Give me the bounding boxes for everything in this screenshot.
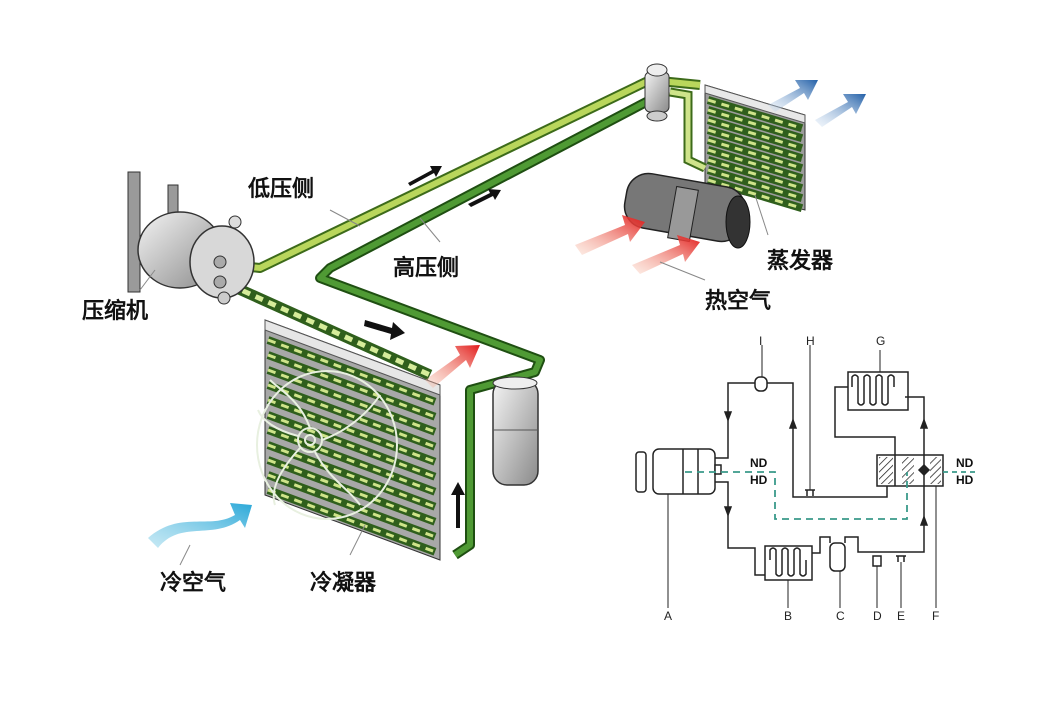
high-side-label: 高压侧 <box>393 255 459 281</box>
hd-label-right: HD <box>956 473 974 487</box>
expansion-valve <box>644 63 670 122</box>
low-side-label: 低压侧 <box>247 176 314 202</box>
leader-lines <box>139 194 769 566</box>
coil-tube <box>267 413 436 479</box>
dashed-signal-line <box>685 471 908 520</box>
coil-tube <box>707 128 803 160</box>
label-g: G <box>876 334 885 348</box>
evaporator <box>669 84 806 213</box>
label-a: A <box>664 609 672 623</box>
coil-tube <box>707 108 803 140</box>
hd-label-left: HD <box>750 473 768 487</box>
label-f: F <box>932 609 939 623</box>
coil-tube <box>267 398 436 464</box>
receiver-drier <box>492 376 539 486</box>
coil-tube <box>267 383 436 449</box>
cool-air-out-arrow <box>768 80 866 127</box>
evaporator-label: 蒸发器 <box>767 248 834 274</box>
coil-tube <box>267 443 436 509</box>
label-d: D <box>873 609 882 623</box>
discharge-pipe <box>227 279 433 381</box>
nd-label-left: ND <box>750 456 768 470</box>
coil-tube <box>267 368 436 434</box>
exhaust-hot-arrow <box>425 345 480 388</box>
nd-label-right: ND <box>956 456 974 470</box>
coil-tube <box>267 338 436 404</box>
coil-tube <box>707 178 803 210</box>
flow-arrows <box>364 166 501 528</box>
coil-tube <box>707 148 803 180</box>
blower <box>623 172 751 249</box>
coil-tube <box>267 488 436 554</box>
label-e: E <box>897 609 905 623</box>
coil-tube <box>267 458 436 524</box>
coil-tube <box>267 473 436 539</box>
coil-tube <box>267 353 436 419</box>
label-h: H <box>806 334 815 348</box>
condenser <box>256 319 441 561</box>
label-c: C <box>836 609 845 623</box>
coil-tube <box>707 168 803 200</box>
hot-air-arrow <box>575 215 700 274</box>
coil-tube <box>267 428 436 494</box>
hot-air-label: 热空气 <box>705 288 771 314</box>
label-i: I <box>759 334 762 348</box>
coil-tube <box>707 138 803 170</box>
cold-air-label: 冷空气 <box>160 570 226 596</box>
compressor-label: 压缩机 <box>82 298 148 324</box>
cold-air-arrow <box>148 503 252 548</box>
schematic <box>635 345 944 608</box>
condenser-label: 冷凝器 <box>310 570 377 596</box>
compressor <box>127 171 255 305</box>
coil-tube <box>707 98 803 130</box>
coil-tube <box>707 158 803 190</box>
high-pressure-pipe <box>315 95 653 560</box>
coil-tube <box>707 118 803 150</box>
fan <box>256 370 398 520</box>
label-b: B <box>784 609 792 623</box>
